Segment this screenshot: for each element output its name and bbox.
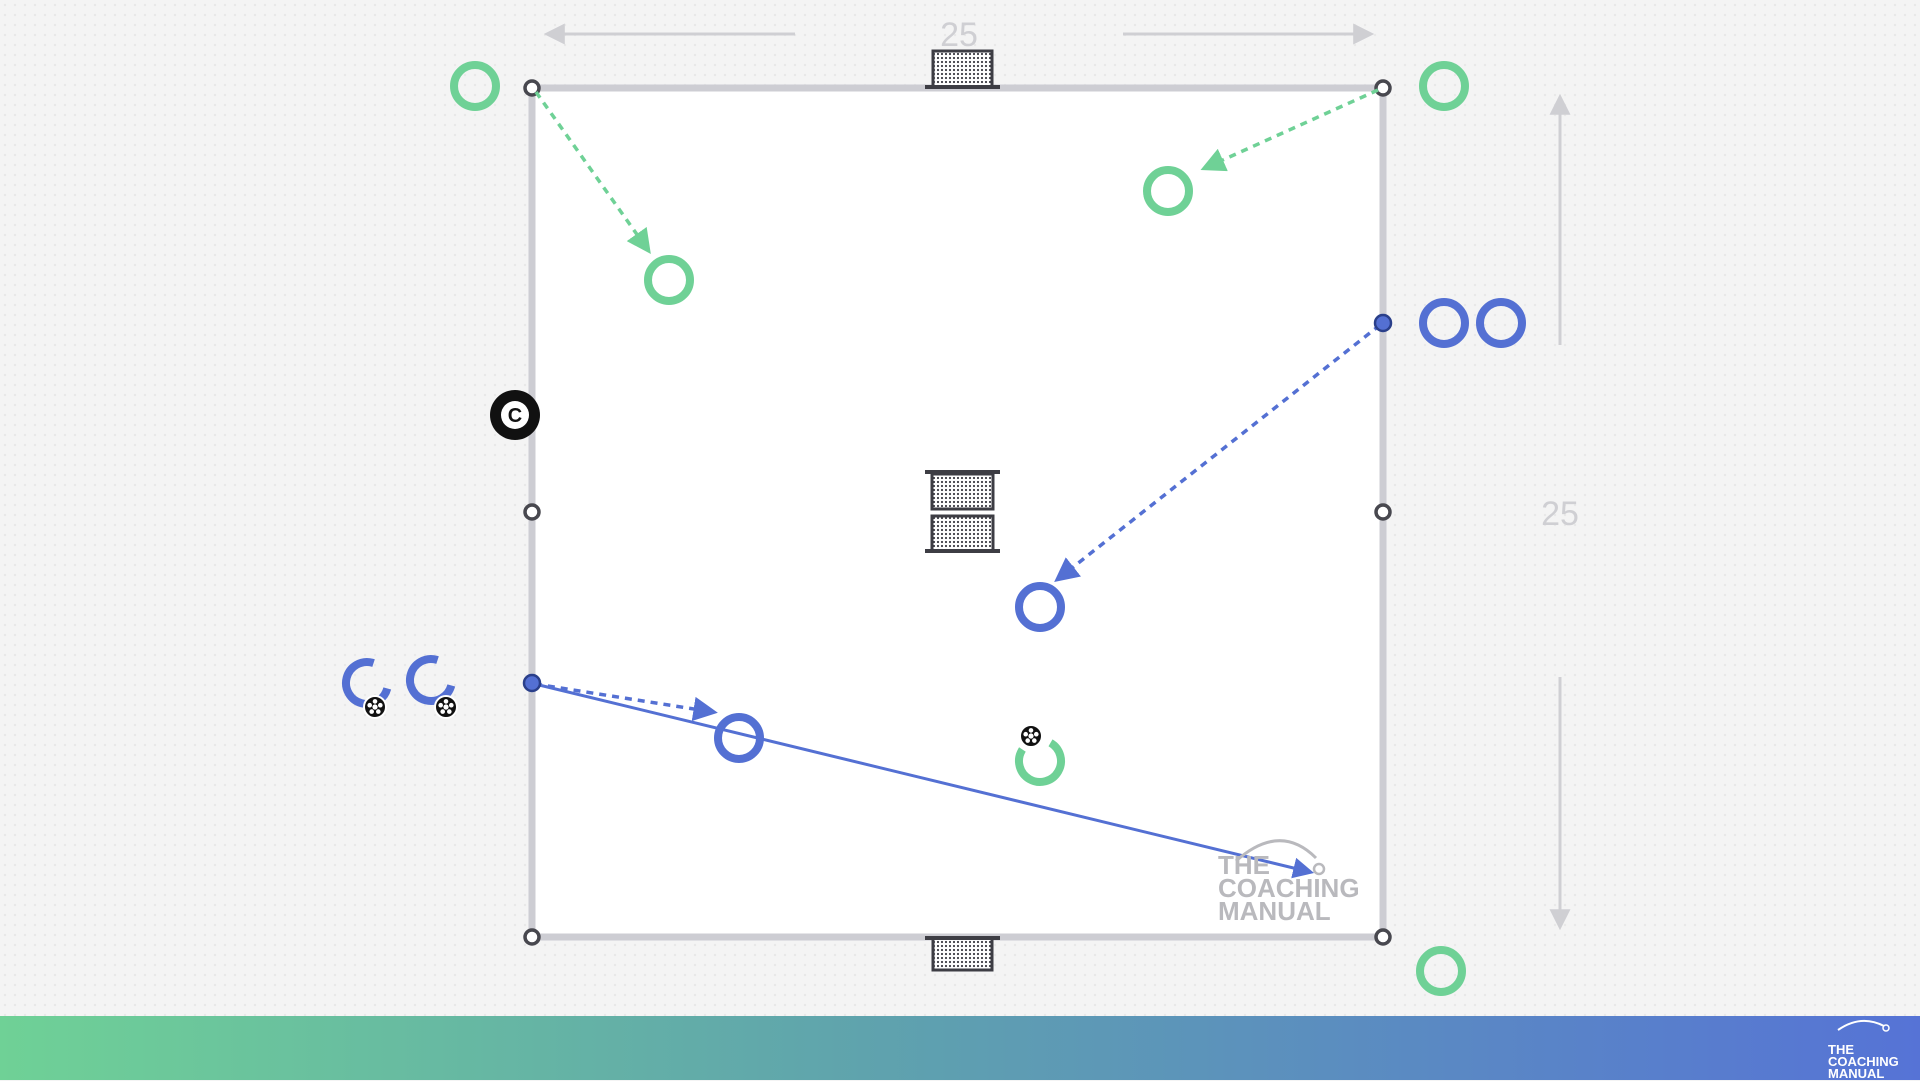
width-dimension-label: 25 bbox=[940, 16, 978, 54]
goal-top bbox=[925, 49, 1000, 89]
footer-logo-arc-icon bbox=[1837, 1019, 1890, 1032]
blue-run-arrow-right bbox=[1054, 323, 1382, 583]
cone-top-left bbox=[523, 79, 541, 97]
footer-bar: THE COACHING MANUAL bbox=[0, 1016, 1920, 1080]
coach-letter: C bbox=[508, 405, 522, 427]
blue-start-marker-left bbox=[522, 673, 542, 693]
cone-bottom-left bbox=[523, 928, 541, 946]
svg-text:THE: THE bbox=[1218, 850, 1270, 880]
ball bbox=[434, 695, 458, 719]
footer-logo-line1: THE bbox=[1828, 1042, 1854, 1057]
blue-player bbox=[1419, 298, 1469, 348]
height-dimension-label: 25 bbox=[1541, 495, 1579, 533]
green-player bbox=[1416, 946, 1466, 996]
green-player bbox=[1419, 61, 1469, 111]
cone-mid-right bbox=[1374, 503, 1392, 521]
blue-player bbox=[1015, 582, 1065, 632]
green-player bbox=[644, 255, 694, 305]
footer-logo-line2: COACHING bbox=[1828, 1054, 1899, 1069]
green-run-arrow-right bbox=[1200, 88, 1379, 172]
goal-center-upper bbox=[925, 470, 1000, 511]
blue-player-with-ball bbox=[342, 658, 392, 708]
ball bbox=[1019, 724, 1043, 748]
goal-center-lower bbox=[925, 514, 1000, 553]
green-player-with-ball bbox=[1015, 736, 1065, 786]
blue-player-with-ball bbox=[406, 655, 456, 705]
cone-bottom-right bbox=[1374, 928, 1392, 946]
cone-mid-left bbox=[523, 503, 541, 521]
blue-start-marker-right bbox=[1373, 313, 1393, 333]
footer-logo: THE COACHING MANUAL bbox=[1828, 1019, 1908, 1081]
ball bbox=[363, 695, 387, 719]
coach-marker: C bbox=[490, 390, 540, 440]
green-player bbox=[1143, 166, 1193, 216]
blue-player bbox=[1476, 298, 1526, 348]
cone-top-right bbox=[1374, 79, 1392, 97]
svg-text:COACHING: COACHING bbox=[1218, 873, 1360, 903]
blue-run-arrow-left bbox=[534, 682, 718, 722]
blue-pass-arrow bbox=[534, 682, 1315, 879]
watermark-logo: THE COACHING MANUAL bbox=[1218, 839, 1360, 926]
goal-bottom bbox=[925, 936, 1000, 972]
blue-player bbox=[714, 713, 764, 763]
footer-logo-line3: MANUAL bbox=[1828, 1066, 1885, 1081]
svg-text:MANUAL: MANUAL bbox=[1218, 896, 1331, 926]
green-run-arrow-left bbox=[534, 90, 651, 254]
pitch-area bbox=[532, 88, 1383, 937]
watermark-ball-arc-icon bbox=[1235, 839, 1318, 863]
green-player bbox=[450, 61, 500, 111]
